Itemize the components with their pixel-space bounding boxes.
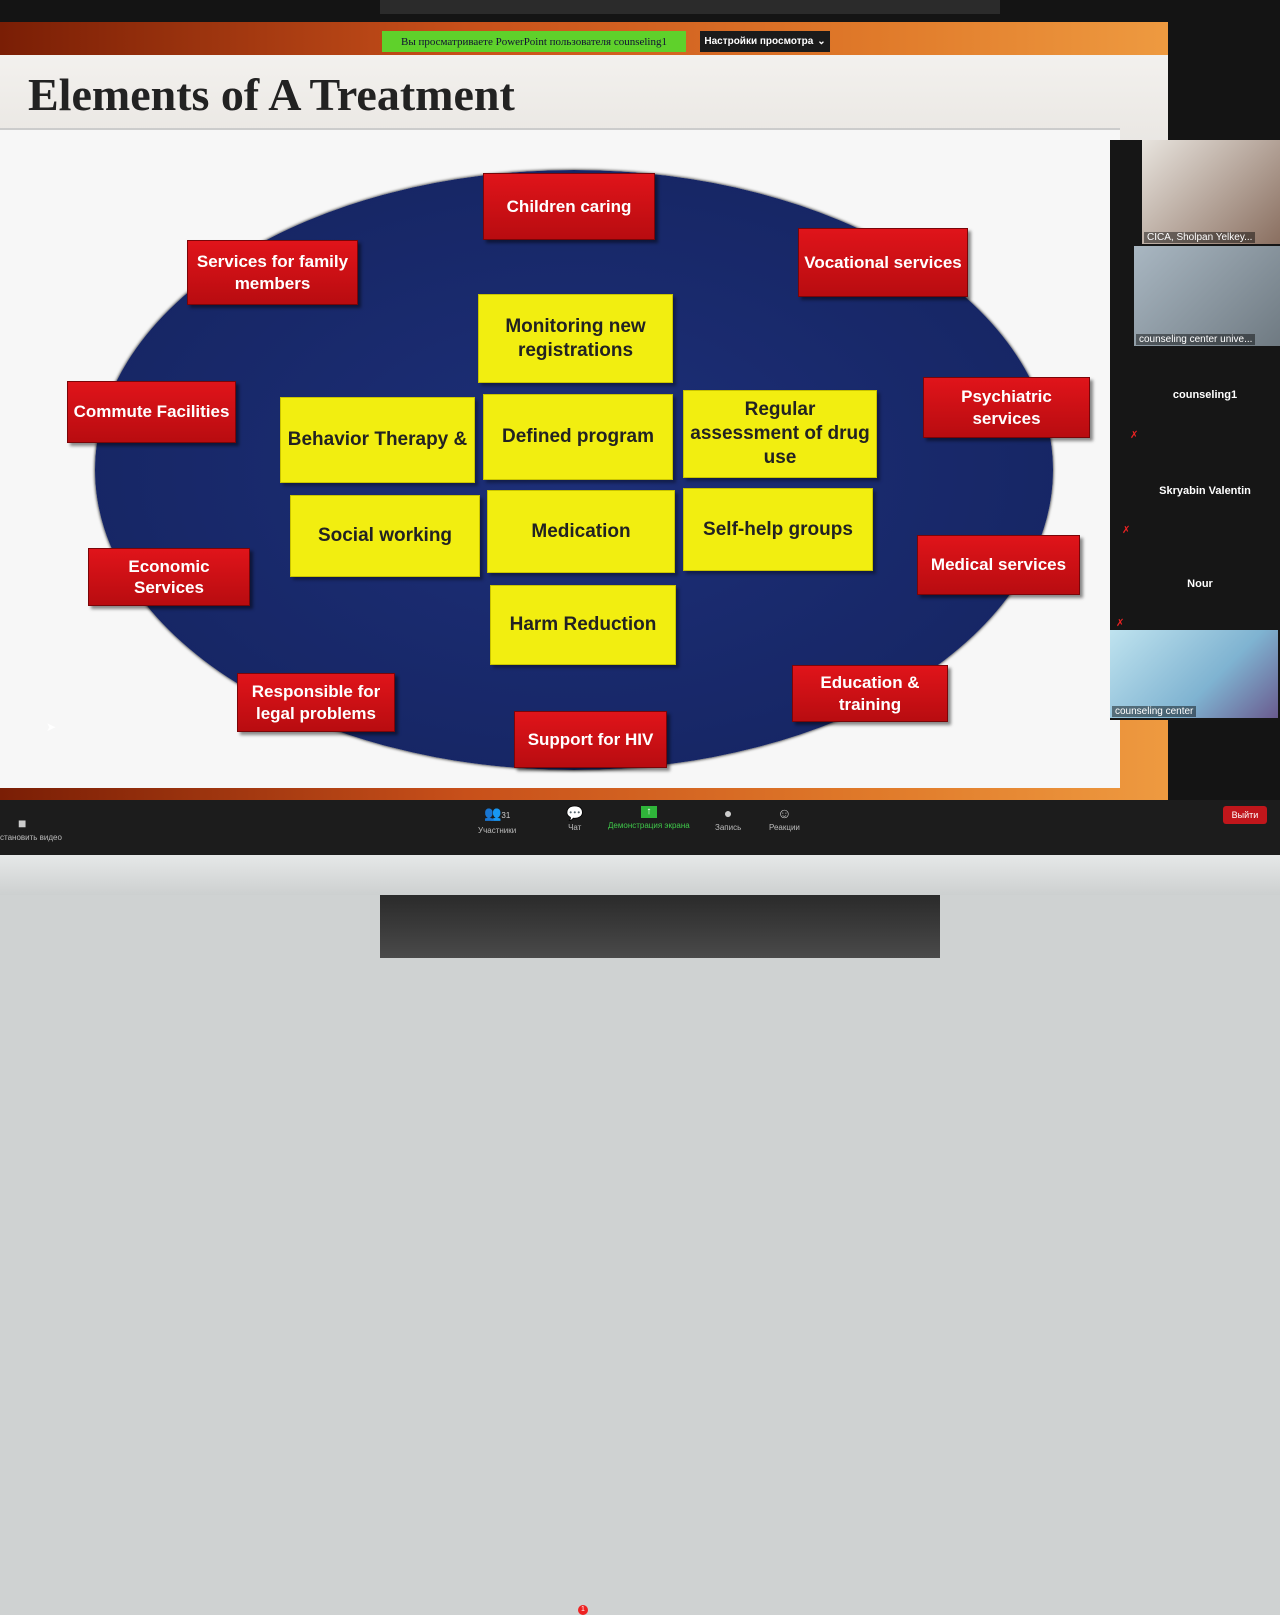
outer-element-education: Education & training: [792, 665, 948, 722]
participant-name: CICA, Sholpan Yelkey...: [1144, 232, 1256, 243]
participant-video-2[interactable]: counseling center unive...: [1134, 246, 1280, 346]
slide-title: Elements of A Treatment: [28, 69, 515, 120]
participants-label: Участники: [478, 826, 517, 835]
video-button[interactable]: ■ становить видео: [0, 816, 62, 842]
participant-name: Nour: [1187, 578, 1213, 590]
outer-element-commute: Commute Facilities: [67, 381, 236, 443]
participant-name: counseling center unive...: [1136, 334, 1256, 345]
share-screen-button[interactable]: ↑ Демонстрация экрана: [608, 806, 690, 830]
mic-muted-icon: ✗: [1122, 525, 1131, 536]
view-settings-label: Настройки просмотра: [704, 36, 814, 47]
record-button[interactable]: ● Запись: [715, 806, 741, 832]
viewing-banner: Вы просматриваете PowerPoint пользовател…: [382, 31, 686, 52]
participants-gallery: CICA, Sholpan Yelkey... counseling cente…: [1110, 140, 1280, 720]
mic-muted-icon: ✗: [1130, 430, 1139, 441]
outer-element-hiv: Support for HIV: [514, 711, 667, 768]
video-label: становить видео: [0, 833, 62, 842]
participants-count: 31: [501, 811, 511, 820]
share-label: Демонстрация экрана: [608, 821, 690, 830]
participant-video-1[interactable]: CICA, Sholpan Yelkey...: [1142, 140, 1280, 244]
participant-name: counseling center: [1112, 706, 1197, 717]
outer-element-vocational: Vocational services: [798, 228, 968, 297]
chat-label: Чат: [568, 823, 582, 832]
inner-element-medication: Medication: [487, 490, 675, 573]
chat-icon: 💬: [566, 805, 584, 821]
leave-button[interactable]: Выйти: [1223, 806, 1267, 824]
monitor-bezel: [0, 855, 1280, 895]
inner-element-harm-reduction: Harm Reduction: [490, 585, 676, 665]
mouse-cursor-icon: ➤: [46, 720, 57, 734]
participant-name: Skryabin Valentin: [1159, 485, 1251, 497]
monitor-screen: Elements of A Treatment Children caring …: [0, 0, 1280, 855]
top-strip: [380, 0, 1000, 14]
outer-element-legal: Responsible for legal problems: [237, 673, 395, 732]
monitor-stand: [380, 895, 940, 958]
reactions-icon: ☺: [777, 805, 792, 821]
inner-element-self-help: Self-help groups: [683, 488, 873, 571]
mic-muted-icon: ✗: [1116, 618, 1125, 629]
video-camera-icon: ■: [18, 815, 27, 831]
outer-element-medical: Medical services: [917, 535, 1080, 595]
meeting-toolbar: ■ становить видео 👥31 Участники 💬 Чат 1 …: [0, 800, 1280, 1615]
outer-element-psychiatric: Psychiatric services: [923, 377, 1090, 438]
outer-element-children-caring: Children caring: [483, 173, 655, 240]
record-label: Запись: [715, 823, 742, 832]
record-icon: ●: [723, 805, 733, 821]
outer-element-family-services: Services for family members: [187, 240, 358, 305]
participant-name: counseling1: [1172, 389, 1238, 401]
reactions-button[interactable]: ☺ Реакции: [769, 806, 800, 832]
inner-element-defined-program: Defined program: [483, 394, 673, 480]
view-settings-button[interactable]: Настройки просмотра⌄: [700, 31, 830, 52]
chat-badge: 1: [578, 1605, 588, 1615]
outer-element-economic: Economic Services: [88, 548, 250, 606]
inner-element-social-working: Social working: [290, 495, 480, 577]
reactions-label: Реакции: [769, 823, 800, 832]
chat-button[interactable]: 💬 Чат: [566, 806, 583, 832]
inner-element-assessment: Regular assessment of drug use: [683, 390, 877, 478]
chevron-down-icon: ⌄: [817, 36, 826, 47]
share-arrow-icon: ↑: [640, 806, 657, 818]
inner-element-behavior: Behavior Therapy &: [280, 397, 475, 483]
participants-button[interactable]: 👥31 Участники: [478, 806, 516, 835]
participants-icon: 👥31: [483, 805, 511, 821]
participant-video-6[interactable]: counseling center: [1110, 630, 1278, 718]
inner-element-monitoring: Monitoring new registrations: [478, 294, 673, 383]
